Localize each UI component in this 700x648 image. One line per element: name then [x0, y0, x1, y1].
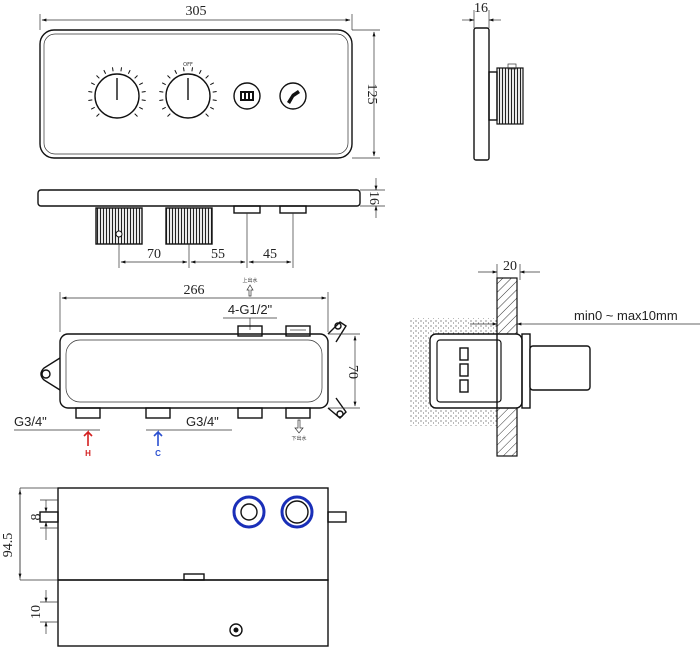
- front-view: 305 125 OFF: [39, 4, 380, 159]
- bottom-offset-top-dim: 8: [29, 514, 44, 521]
- front-height-dim: 125: [364, 84, 379, 105]
- front-width-dim: 305: [186, 4, 207, 19]
- body-width-dim: 266: [184, 283, 205, 298]
- knob-tick: [88, 90, 93, 93]
- knob-tick: [161, 106, 166, 110]
- flow-knob: OFF: [159, 62, 217, 119]
- knob-tick: [90, 106, 95, 110]
- hot-inlet-mark: H: [85, 449, 91, 458]
- top-depth-dim: 16: [366, 191, 381, 205]
- wall-thickness-dim: 20: [503, 259, 517, 274]
- knob-tick: [167, 113, 171, 117]
- top-view: 16 70 55 45: [37, 178, 385, 268]
- bottom-view: 94.5 8 10: [1, 487, 347, 647]
- knob-tick: [96, 75, 100, 79]
- hand-shower-icon: [279, 82, 307, 110]
- bottom-height-dim: 94.5: [1, 533, 16, 558]
- knob-tick: [210, 106, 215, 110]
- knob-tick: [159, 90, 164, 93]
- knob-tick: [103, 69, 107, 74]
- knob-tick: [212, 99, 217, 102]
- knob-tick: [127, 69, 131, 74]
- knob-tick: [212, 90, 217, 93]
- temperature-knob: [88, 67, 146, 119]
- knob-tick: [134, 75, 138, 79]
- knob-tick: [198, 69, 202, 74]
- knob-tick: [141, 90, 146, 93]
- knob-tick: [210, 82, 215, 86]
- right-knob-off-mark: OFF: [183, 62, 193, 68]
- knob-tick: [134, 113, 138, 117]
- outlet-ring-left: [232, 495, 266, 529]
- wall-section-view: 20 min0 ~ max10mm: [410, 259, 700, 457]
- knob-tick: [205, 113, 209, 117]
- knob-tick: [191, 67, 194, 72]
- valve-body-view: 上出水 266 4-G1/2" 70: [14, 277, 360, 458]
- bottom-offset-bottom-dim: 10: [29, 605, 44, 619]
- body-height-dim: 70: [345, 365, 360, 379]
- cold-inlet-mark: C: [155, 449, 161, 458]
- knob-tick: [174, 69, 178, 74]
- knob-tick: [139, 82, 144, 86]
- port-spacing-dim: 45: [263, 247, 277, 262]
- knob-tick: [139, 106, 144, 110]
- upper-outlet-label: 上出水: [242, 277, 257, 284]
- bath-spout-icon: [233, 82, 261, 110]
- knob-tick: [159, 99, 164, 102]
- knob-tick: [88, 99, 93, 102]
- knob-tick: [161, 82, 166, 86]
- knob-tick: [141, 99, 146, 102]
- knob-tick: [90, 82, 95, 86]
- side-depth-dim: 16: [474, 1, 488, 16]
- knob-tick: [205, 75, 209, 79]
- mount-range-label: min0 ~ max10mm: [574, 308, 678, 323]
- lower-outlet-label: 下出水: [291, 435, 306, 442]
- inlet-cold-thread-label: G3/4": [186, 414, 219, 429]
- knob-to-port-dim: 55: [211, 247, 225, 262]
- knob-spacing-dim: 70: [147, 247, 161, 262]
- inlet-hot-thread-label: G3/4": [14, 414, 47, 429]
- knob-tick: [167, 75, 171, 79]
- outlet-thread-label: 4-G1/2": [228, 302, 273, 317]
- side-view: 16: [462, 1, 524, 161]
- knob-tick: [96, 113, 100, 117]
- knob-tick: [182, 67, 185, 72]
- knob-tick: [111, 67, 114, 72]
- knob-tick: [120, 67, 123, 72]
